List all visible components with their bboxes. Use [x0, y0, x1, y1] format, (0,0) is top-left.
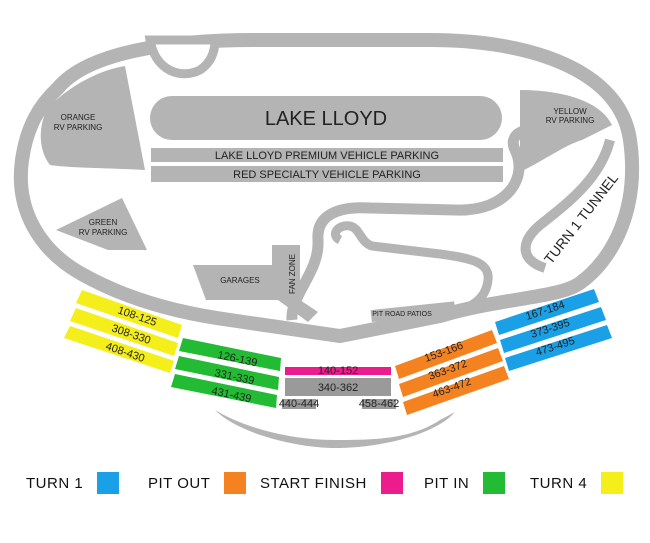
garages-label: GARAGES: [220, 276, 260, 285]
lake-lloyd: [150, 96, 502, 140]
center-section-label: 340-362: [318, 382, 358, 394]
seat-section[interactable]: [505, 325, 612, 371]
seat-section[interactable]: [64, 326, 174, 373]
legend-swatch: [224, 472, 247, 494]
turn1-sections: 167-184 373-395 473-495: [495, 289, 612, 371]
lower-walkway-notch: [280, 420, 390, 428]
pit-in-sections: 126-139 331-339 431-439: [171, 338, 281, 408]
infield-chicane: [331, 221, 493, 321]
seat-section[interactable]: [70, 308, 178, 356]
right-small-section[interactable]: [362, 399, 396, 409]
orange-rv-label-1: ORANGE: [61, 113, 96, 122]
legend-item-pit-out: PIT OUT: [148, 470, 247, 496]
left-small-section-label: 440-444: [279, 398, 319, 410]
legend-swatch: [97, 472, 120, 494]
legend-label: TURN 1: [26, 474, 84, 492]
pit-out-sections: 153-166 363-372 463-472: [395, 330, 509, 415]
seat-section[interactable]: [175, 356, 279, 390]
right-small-section-label: 458-462: [359, 398, 399, 410]
yellow-rv-parking: [520, 90, 612, 172]
green-rv-label-1: GREEN: [89, 218, 118, 227]
legend-swatch: [601, 472, 624, 494]
green-rv-parking: [56, 198, 147, 250]
seat-section[interactable]: [171, 374, 277, 408]
seat-section[interactable]: [403, 366, 509, 415]
infield-road-course: [286, 124, 559, 321]
legend-label: PIT OUT: [148, 474, 211, 492]
premium-parking-label: LAKE LLOYD PREMIUM VEHICLE PARKING: [215, 150, 439, 162]
legend-item-start-finish: START FINISH: [260, 470, 403, 496]
legend-label: START FINISH: [260, 474, 367, 492]
seat-section[interactable]: [76, 290, 182, 338]
legend: TURN 1 PIT OUT START FINISH PIT IN TURN …: [0, 470, 650, 500]
orange-rv-label-2: RV PARKING: [54, 123, 103, 132]
legend-swatch: [483, 472, 506, 494]
garages-area: [193, 245, 318, 322]
speedway-seating-map: LAKE LLOYD LAKE LLOYD PREMIUM VEHICLE PA…: [13, 33, 640, 448]
legend-swatch: [380, 472, 403, 494]
seat-section[interactable]: [500, 307, 606, 353]
fan-zone-label: FAN ZONE: [288, 254, 297, 294]
green-rv-label-2: RV PARKING: [79, 228, 128, 237]
start-finish-section-label: 140-152: [318, 365, 358, 377]
pit-road-patios: [370, 301, 456, 323]
seat-section[interactable]: [395, 330, 497, 379]
left-small-section[interactable]: [282, 399, 316, 409]
legend-item-turn4: TURN 4: [530, 470, 624, 496]
legend-item-pit-in: PIT IN: [424, 470, 506, 496]
seat-section[interactable]: [495, 289, 599, 335]
section-label: 431-439: [210, 385, 252, 405]
seat-section[interactable]: [179, 338, 281, 371]
legend-item-turn1: TURN 1: [26, 470, 120, 496]
start-finish-section[interactable]: [285, 367, 391, 375]
red-specialty-parking: [151, 166, 503, 182]
track-bump: [144, 35, 220, 79]
lower-walkway: [215, 410, 455, 448]
legend-label: TURN 4: [530, 474, 588, 492]
red-parking-label: RED SPECIALTY VEHICLE PARKING: [233, 169, 421, 181]
yellow-rv-label-1: YELLOW: [553, 107, 587, 116]
center-section[interactable]: [285, 378, 391, 396]
yellow-rv-label-2: RV PARKING: [546, 116, 595, 125]
premium-vehicle-parking: [151, 148, 503, 162]
seat-section[interactable]: [399, 348, 503, 397]
pit-road-patios-label: PIT ROAD PATIOS: [372, 311, 432, 318]
orange-rv-parking: [40, 66, 145, 170]
lake-lloyd-label: LAKE LLOYD: [265, 108, 387, 130]
turn1-tunnel-road: [520, 138, 615, 273]
legend-label: PIT IN: [424, 474, 470, 492]
